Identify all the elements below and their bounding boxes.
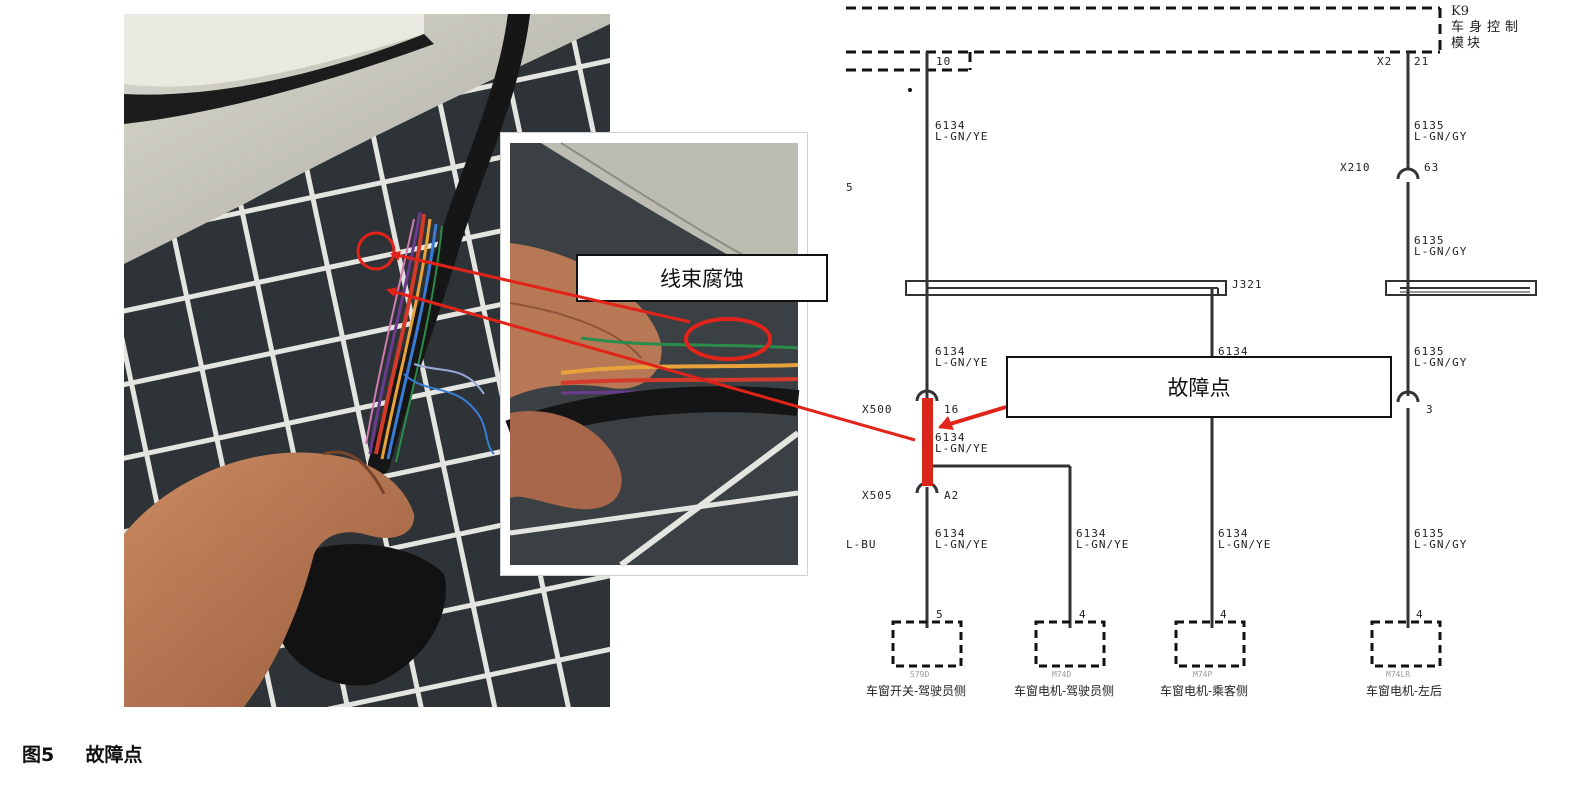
k9-pin-left: 10 xyxy=(936,55,952,68)
x500-label: X500 xyxy=(862,403,893,416)
x210-pin: 63 xyxy=(1424,161,1440,174)
k9-module-name-2: 模块 xyxy=(1451,36,1484,51)
wire-6134-fault-color: L-GN/YE xyxy=(935,442,989,455)
wire-6134-mid-color: L-GN/YE xyxy=(935,356,989,369)
wire-6135-mid-num: 6135 xyxy=(1414,345,1445,358)
wire-6135-top-num: 6135 xyxy=(1414,119,1445,132)
x500-connector-arc xyxy=(915,389,939,402)
component-name-m74p: 车窗电机-乘客侧 xyxy=(1160,684,1249,698)
x505-label: X505 xyxy=(862,489,893,502)
component-name-m74lr: 车窗电机-左后 xyxy=(1366,684,1443,698)
x210-label: X210 xyxy=(1340,161,1371,174)
k9-module-id: K9 xyxy=(1451,4,1469,19)
x500-right-pin: 3 xyxy=(1426,403,1434,416)
component-pin-m74lr: 4 xyxy=(1416,608,1424,621)
component-pin-m74p: 4 xyxy=(1220,608,1228,621)
wire-6134-low-num: 6134 xyxy=(935,527,966,540)
component-code-m74p: M74P xyxy=(1193,670,1213,679)
component-name-s79d: 车窗开关-驾驶员侧 xyxy=(866,684,967,698)
j321-splice-bar-right xyxy=(1385,280,1537,296)
corrosion-callout: 线束腐蚀 xyxy=(576,254,828,302)
component-pin-m74d: 4 xyxy=(1079,608,1087,621)
fault-callout: 故障点 xyxy=(1006,356,1392,418)
k9-conn-right: X2 xyxy=(1377,55,1393,68)
k9-pin-right: 21 xyxy=(1414,55,1430,68)
arrow-fault-to-photo xyxy=(386,287,916,442)
wire-6134-branch-num: 6134 xyxy=(1076,527,1107,540)
corrosion-circle-inset xyxy=(684,317,772,361)
wire-6134-low-color: L-GN/YE xyxy=(935,538,989,551)
component-box-m74lr xyxy=(1370,620,1442,668)
wire-6134-pass-num: 6134 xyxy=(1218,527,1249,540)
fault-callout-label: 故障点 xyxy=(1167,376,1231,400)
fault-wire-segment xyxy=(922,398,933,486)
component-code-s79d: S79D xyxy=(910,670,930,679)
component-name-m74d: 车窗电机-驾驶员侧 xyxy=(1014,684,1115,698)
figure-caption: 图5 故障点 xyxy=(22,740,143,767)
wire-6134-fault-num: 6134 xyxy=(935,431,966,444)
arrow-corrosion xyxy=(390,250,691,324)
x505-pin: A2 xyxy=(944,489,960,502)
wire-6135-low-num: 6135 xyxy=(1414,527,1445,540)
k9-module-name-1: 车身控制 xyxy=(1451,20,1524,35)
wire-6135-x210-color: L-GN/GY xyxy=(1414,245,1468,258)
component-code-m74lr: M74LR xyxy=(1386,670,1411,679)
corrosion-callout-label: 线束腐蚀 xyxy=(660,267,744,291)
component-code-m74d: M74D xyxy=(1052,670,1072,679)
component-pin-s79d: 5 xyxy=(936,608,944,621)
wire-6134-mid-num: 6134 xyxy=(935,345,966,358)
x210-connector-arc xyxy=(1396,167,1420,180)
x500-right-connector-arc xyxy=(1396,390,1420,403)
wire-6134-pass-color: L-GN/YE xyxy=(1218,538,1272,551)
wire-6134-top-color: L-GN/YE xyxy=(935,130,989,143)
k9-module-outline xyxy=(846,6,1442,72)
partial-label-lbu: L-BU xyxy=(846,538,877,551)
component-box-m74d xyxy=(1034,620,1106,668)
inset-zoom-photo xyxy=(500,132,808,576)
wire-6134-j321-num: 6134 xyxy=(1218,345,1249,358)
component-box-m74p xyxy=(1174,620,1246,668)
figure-caption-text: 故障点 xyxy=(85,744,143,766)
wire-6135-x210-num: 6135 xyxy=(1414,234,1445,247)
j321-splice-bar xyxy=(905,280,1227,296)
x500-pin: 16 xyxy=(944,403,960,416)
k9-module-label: K9 车身控制 模块 xyxy=(1451,4,1523,52)
partial-label-left: 5 xyxy=(846,181,854,194)
figure-caption-number: 图5 xyxy=(22,744,55,766)
wire-6134-branch-color: L-GN/YE xyxy=(1076,538,1130,551)
j321-label: J321 xyxy=(1232,278,1263,291)
component-box-s79d xyxy=(891,620,963,668)
wire-6134-top-num: 6134 xyxy=(935,119,966,132)
wire-6135-low-color: L-GN/GY xyxy=(1414,538,1468,551)
inset-photo-drawing xyxy=(505,142,800,568)
wire-6135-mid-color: L-GN/GY xyxy=(1414,356,1468,369)
wire-6135-top-color: L-GN/GY xyxy=(1414,130,1468,143)
